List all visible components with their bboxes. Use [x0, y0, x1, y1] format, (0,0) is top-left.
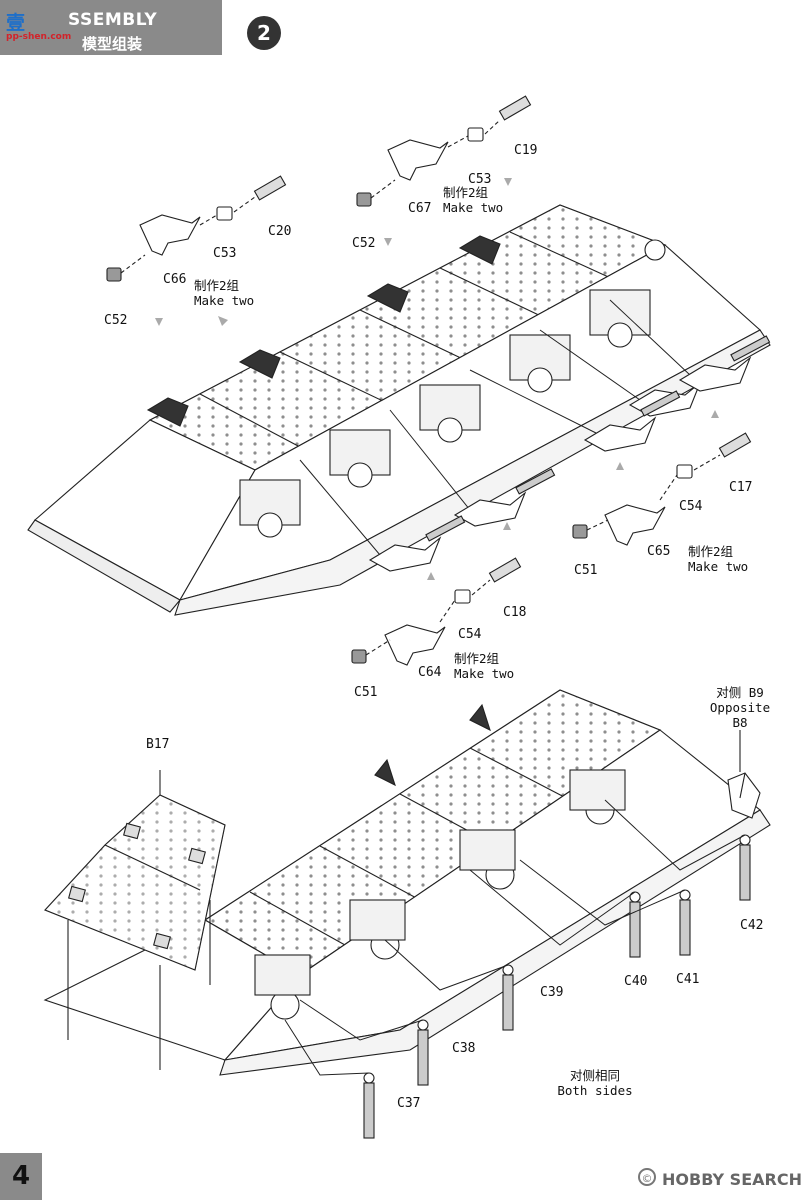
label-c52-top: C52 [352, 236, 376, 251]
note-make-two-right-en: Make two [688, 559, 749, 574]
note-make-two-mid-cn: 制作2组 [454, 651, 500, 666]
copyright-icon: © [638, 1168, 656, 1186]
note-make-two-left-en: Make two [194, 293, 255, 308]
label-c64: C64 [418, 665, 442, 680]
label-b8: B8 [732, 715, 748, 730]
note-both-sides-cn: 对侧相同 [569, 1068, 620, 1083]
attachment-lines-lower [284, 799, 746, 1076]
label-c38: C38 [452, 1041, 476, 1056]
site-logo: 壹 [6, 12, 26, 34]
label-b9: 对侧 B9 [716, 685, 764, 700]
hull-upper [27, 204, 771, 616]
label-c17: C17 [729, 480, 753, 495]
note-make-two-top: 制作2组 Make two [443, 185, 503, 215]
watermark: HOBBY SEARCH [662, 1170, 802, 1189]
note-make-two-right: 制作2组 Make two [688, 544, 748, 574]
label-c39: C39 [540, 985, 564, 1000]
label-c42: C42 [740, 918, 764, 933]
arm-assemblies-upper [368, 335, 771, 572]
step-number-badge: 2 [247, 16, 281, 50]
label-c18: C18 [503, 605, 527, 620]
section-subtitle: 模型组装 [82, 35, 143, 53]
header-bar: 壹 pp-shen.com SSEMBLY 模型组装 [0, 0, 222, 55]
label-c67: C67 [408, 201, 432, 216]
label-c41: C41 [676, 972, 700, 987]
label-c66: C66 [163, 272, 187, 287]
label-c52-left: C52 [104, 313, 128, 328]
shock-absorbers [363, 834, 751, 1139]
label-c53-left: C53 [213, 246, 237, 261]
note-make-two-right-cn: 制作2组 [688, 544, 734, 559]
label-c37: C37 [397, 1096, 421, 1111]
part-b8 [727, 730, 761, 819]
note-make-two-left-cn: 制作2组 [194, 278, 240, 293]
note-make-two-top-en: Make two [443, 200, 504, 215]
note-make-two-left: 制作2组 Make two [194, 278, 254, 308]
attachment-lines-upper [299, 299, 691, 556]
note-make-two-mid: 制作2组 Make two [454, 651, 514, 681]
site-logo-domain: pp-shen.com [6, 32, 72, 42]
label-c51-right: C51 [574, 563, 598, 578]
label-opposite: Opposite [709, 700, 771, 715]
note-both-sides-en: Both sides [557, 1083, 633, 1098]
label-c54-mid: C54 [458, 627, 482, 642]
label-c53-top: C53 [468, 172, 492, 187]
note-opposite-b9: 对侧 B9 Opposite B8 [700, 685, 780, 730]
note-make-two-top-cn: 制作2组 [443, 185, 489, 200]
page-number: 4 [0, 1153, 42, 1200]
section-title: SSEMBLY [68, 10, 158, 30]
hull-lower [43, 689, 771, 1076]
label-c40: C40 [624, 974, 648, 989]
exploded-parts-upper [106, 95, 752, 666]
label-c54-right: C54 [679, 499, 703, 514]
direction-arrows [155, 178, 719, 580]
label-c65: C65 [647, 544, 671, 559]
note-both-sides: 对侧相同 Both sides [540, 1068, 650, 1098]
label-c51-mid: C51 [354, 685, 378, 700]
note-make-two-mid-en: Make two [454, 666, 515, 681]
armor-panel-b17 [44, 770, 226, 1070]
label-c19: C19 [514, 143, 538, 158]
label-b17: B17 [146, 737, 170, 752]
label-c20: C20 [268, 224, 292, 239]
